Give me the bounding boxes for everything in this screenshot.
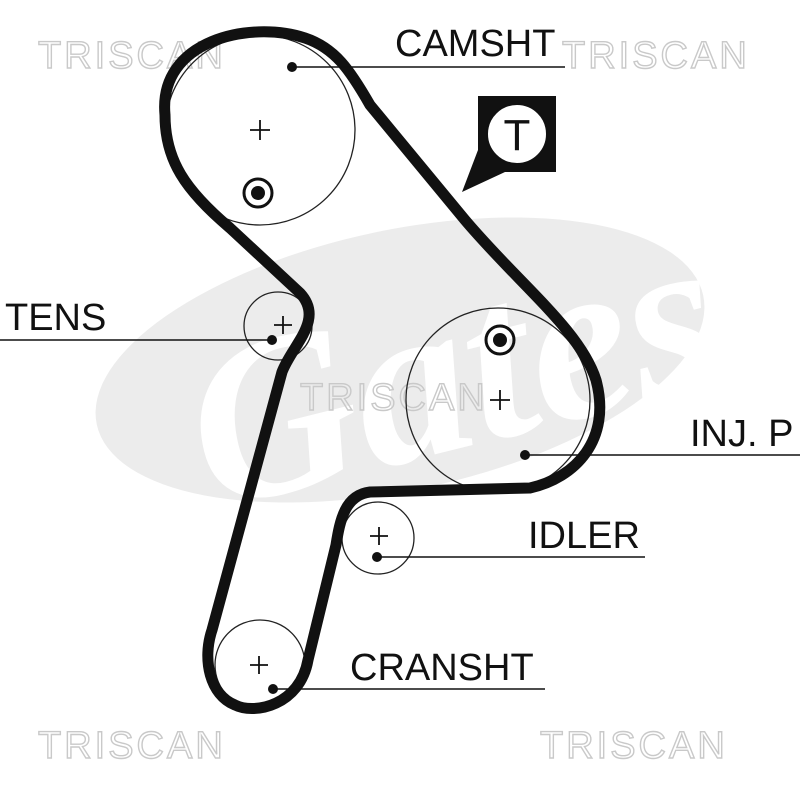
watermark-bottom-right: TRISCAN: [540, 725, 728, 767]
tensioner-center-cross: [274, 316, 292, 334]
timing-belt: [159, 26, 606, 714]
camshaft-timing-mark: [242, 177, 274, 209]
watermark-top-left: TRISCAN: [38, 35, 226, 77]
watermark-layer: TRISCAN TRISCAN TRISCAN TRISCAN TRISCAN: [37, 34, 750, 767]
injection-pump-center-cross: [490, 390, 510, 410]
idler-label: IDLER: [528, 515, 640, 557]
idler-center-cross: [370, 527, 388, 545]
gates-logo: Gates: [95, 182, 743, 559]
camshaft-label: CAMSHT: [395, 23, 555, 65]
timing-symbol-callout: T: [462, 96, 556, 192]
crankshaft-label: CRANSHT: [350, 647, 534, 689]
injection-pump-label: INJ. P: [690, 413, 793, 455]
crankshaft-center-cross: [250, 656, 268, 674]
watermark-bottom-left: TRISCAN: [38, 725, 226, 767]
watermark-top-right: TRISCAN: [562, 35, 750, 77]
camshaft-center-cross: [250, 120, 270, 140]
leader-lines: [0, 66, 800, 690]
pulley-centers: [250, 120, 510, 674]
injection-pump-timing-mark: [484, 324, 516, 356]
timing-symbol-letter: T: [504, 111, 531, 160]
tensioner-label: TENS: [5, 297, 106, 339]
watermark-center: TRISCAN: [300, 377, 488, 419]
